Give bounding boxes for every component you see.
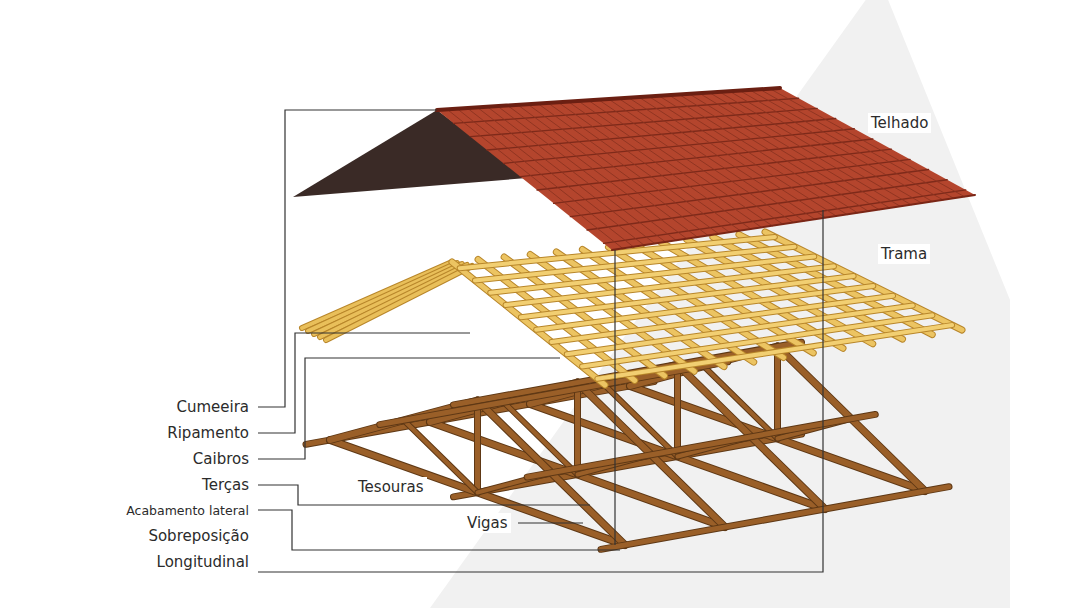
tile-joint — [598, 100, 782, 224]
part-label: Trama — [878, 244, 930, 264]
tile-joint — [619, 98, 805, 221]
rafter — [320, 265, 467, 337]
part-label: Sobreposição Longitudinal — [134, 523, 252, 575]
truss-post — [774, 347, 781, 439]
tile-joint — [548, 103, 729, 232]
roof-eave — [612, 195, 975, 250]
tile-joint — [730, 91, 922, 203]
part-label: Acabamento lateral — [123, 501, 252, 521]
tile-joint — [770, 89, 964, 197]
tile-joint — [659, 96, 847, 215]
batten — [597, 325, 952, 379]
tile-joint — [457, 109, 633, 247]
truss-post — [475, 401, 480, 493]
tile-joint — [558, 102, 740, 230]
tile-joint — [568, 102, 751, 229]
truss-post — [775, 347, 780, 439]
rafter — [314, 264, 462, 334]
background-shape — [430, 0, 1010, 608]
rafter — [326, 266, 472, 340]
tile-joint — [740, 91, 933, 202]
tile-joint — [709, 93, 900, 207]
rafter — [302, 262, 452, 328]
rafter — [326, 266, 472, 340]
batten — [567, 306, 913, 355]
batten — [567, 306, 913, 355]
tile-joint — [639, 97, 826, 218]
leader-lines — [258, 110, 823, 572]
beam — [454, 434, 802, 497]
tile-joint — [447, 109, 623, 248]
batten — [597, 325, 952, 379]
beam — [380, 362, 728, 425]
beam — [601, 487, 949, 550]
tile-joint — [538, 104, 719, 234]
timber-frame — [302, 232, 962, 385]
tile-joint — [719, 92, 910, 205]
part-label: Ripamento — [164, 423, 252, 443]
tile-joint — [760, 89, 954, 198]
tile-joint — [588, 100, 772, 225]
part-label: Vigas — [464, 513, 511, 533]
batten — [582, 315, 932, 366]
leader-line — [258, 358, 560, 459]
rafter — [308, 263, 457, 331]
part-label: Tesouras — [355, 477, 427, 497]
roof-plane — [437, 88, 975, 250]
part-label: Telhado — [868, 113, 931, 133]
roof-ridge — [437, 88, 780, 110]
tile-joint — [609, 99, 794, 223]
tile-joint — [750, 90, 943, 200]
tile-joint — [467, 108, 644, 245]
leader-line — [258, 510, 620, 550]
leader-line — [258, 333, 470, 433]
tile-joint — [679, 94, 868, 211]
leader-line — [258, 210, 823, 572]
truss-post — [474, 401, 481, 493]
truss-post — [675, 365, 680, 457]
truss-post — [674, 365, 681, 457]
rafter — [308, 263, 457, 331]
rafter — [314, 264, 462, 334]
leader-line — [518, 522, 583, 523]
beam — [454, 434, 802, 497]
tile-joint — [578, 101, 761, 227]
part-label: Caibros — [190, 449, 252, 469]
truss-post — [574, 383, 581, 475]
leader-line — [614, 250, 615, 545]
tile-joint — [699, 93, 889, 208]
tile-joint — [669, 95, 858, 213]
rafter — [320, 265, 467, 337]
tile-joint — [689, 94, 879, 210]
beam — [601, 487, 949, 550]
part-label: Terças — [199, 475, 252, 495]
beam — [380, 362, 728, 425]
rafter — [302, 262, 452, 328]
tile-joint — [629, 98, 815, 220]
part-label: Cumeeira — [173, 397, 252, 417]
batten — [582, 315, 932, 366]
leader-line — [258, 110, 437, 407]
truss-post — [575, 383, 580, 475]
tile-joint — [649, 96, 836, 216]
tile-roof — [293, 88, 975, 250]
